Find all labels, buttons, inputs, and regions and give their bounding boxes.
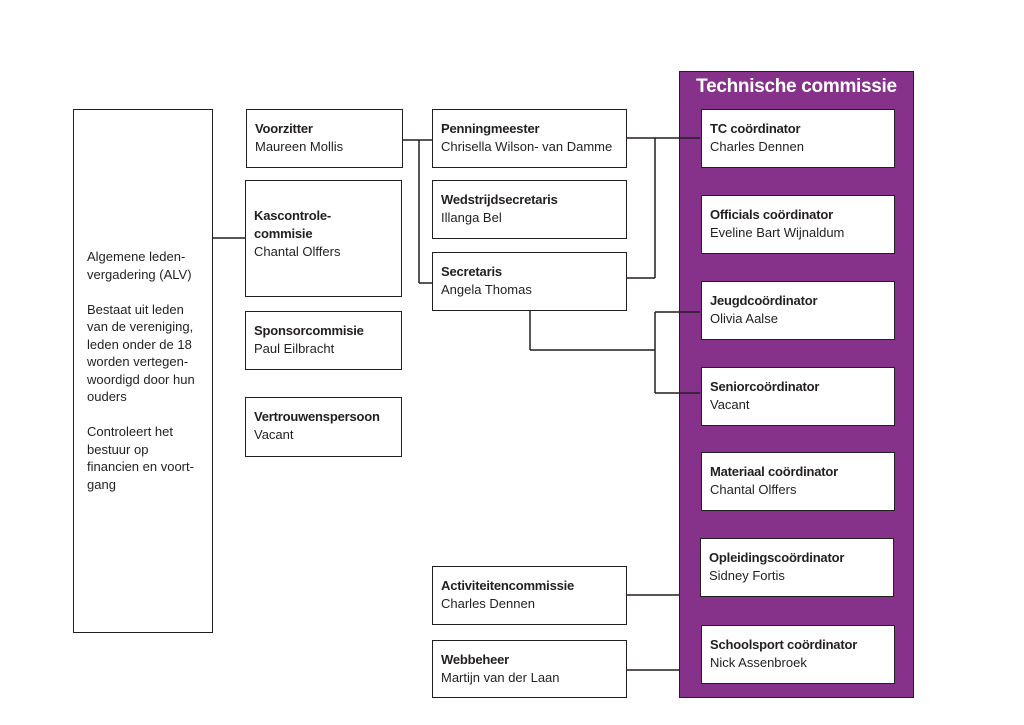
person-name: Chantal Olffers: [254, 244, 341, 259]
role-name: Penningmeester: [441, 121, 540, 136]
person-name: Charles Dennen: [441, 596, 535, 611]
role-name: Webbeheer: [441, 652, 510, 667]
vertrouwenspersoon-box: Vertrouwenspersoon Vacant: [245, 397, 402, 457]
kascontrole-box: Kascontrole- commisie Chantal Olffers: [245, 180, 402, 297]
role-name: Schoolsport coördinator: [710, 637, 858, 652]
penningmeester-box: Penningmeester Chrisella Wilson- van Dam…: [432, 109, 627, 168]
officials-coordinator-box: Officials coördinator Eveline Bart Wijna…: [701, 195, 895, 254]
person-name: Vacant: [710, 397, 750, 412]
alv-box: Algemene leden- vergadering (ALV) Bestaa…: [73, 109, 213, 633]
person-name: Charles Dennen: [710, 139, 804, 154]
alv-title: Algemene leden- vergadering (ALV): [87, 249, 192, 282]
role-name: Seniorcoördinator: [710, 379, 820, 394]
person-name: Maureen Mollis: [255, 139, 344, 154]
role-name: Kascontrole- commisie: [254, 208, 332, 241]
alv-composition: Bestaat uit leden van de vereniging, led…: [87, 301, 195, 405]
person-name: Paul Eilbracht: [254, 341, 335, 356]
wedstrijdsecretaris-box: Wedstrijdsecretaris Illanga Bel: [432, 180, 627, 239]
opleidingscoordinator-box: Opleidingscoördinator Sidney Fortis: [700, 538, 894, 597]
secretaris-box: Secretaris Angela Thomas: [432, 252, 627, 311]
role-name: Voorzitter: [255, 121, 313, 136]
person-name: Eveline Bart Wijnaldum: [710, 225, 845, 240]
voorzitter-box: Voorzitter Maureen Mollis: [246, 109, 403, 168]
seniorcoordinator-box: Seniorcoördinator Vacant: [701, 367, 895, 426]
person-name: Martijn van der Laan: [441, 670, 560, 685]
person-name: Illanga Bel: [441, 210, 502, 225]
person-name: Sidney Fortis: [709, 568, 785, 583]
tc-coordinator-box: TC coördinator Charles Dennen: [701, 109, 895, 168]
role-name: TC coördinator: [710, 121, 801, 136]
technical-committee-title: Technische commissie: [696, 76, 897, 97]
person-name: Chantal Olffers: [710, 482, 797, 497]
role-name: Materiaal coördinator: [710, 464, 838, 479]
role-name: Vertrouwenspersoon: [254, 409, 380, 424]
role-name: Officials coördinator: [710, 207, 833, 222]
schoolsport-coordinator-box: Schoolsport coördinator Nick Assenbroek: [701, 625, 895, 684]
materiaal-coordinator-box: Materiaal coördinator Chantal Olffers: [701, 452, 895, 511]
activiteitencommissie-box: Activiteitencommissie Charles Dennen: [432, 566, 627, 625]
role-name: Wedstrijdsecretaris: [441, 192, 558, 207]
sponsorcommisie-box: Sponsorcommisie Paul Eilbracht: [245, 311, 402, 370]
webbeheer-box: Webbeheer Martijn van der Laan: [432, 640, 627, 698]
person-name: Vacant: [254, 427, 294, 442]
role-name: Sponsorcommisie: [254, 323, 364, 338]
alv-control: Controleert het bestuur op financien en …: [87, 424, 194, 492]
role-name: Secretaris: [441, 264, 502, 279]
person-name: Chrisella Wilson- van Damme: [441, 139, 613, 154]
person-name: Olivia Aalse: [710, 311, 778, 326]
person-name: Nick Assenbroek: [710, 655, 807, 670]
person-name: Angela Thomas: [441, 282, 532, 297]
jeugdcoordinator-box: Jeugdcoördinator Olivia Aalse: [701, 281, 895, 340]
role-name: Jeugdcoördinator: [710, 293, 818, 308]
role-name: Opleidingscoördinator: [709, 550, 845, 565]
role-name: Activiteitencommissie: [441, 578, 575, 593]
